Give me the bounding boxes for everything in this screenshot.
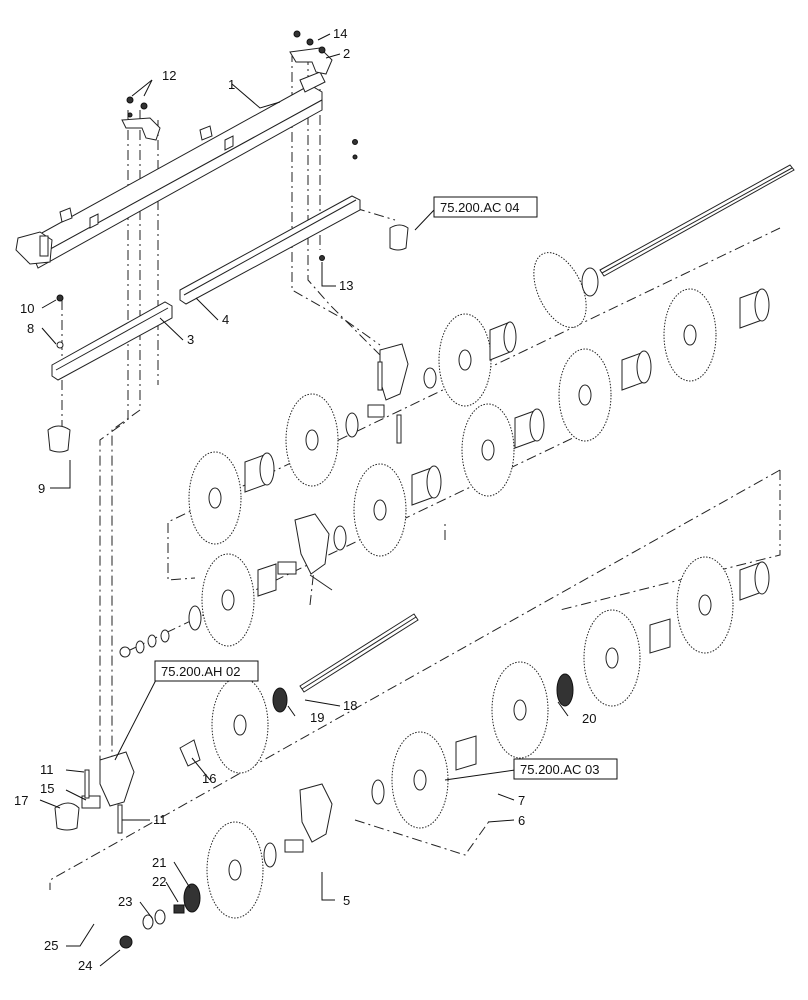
callout-6: 6 (518, 813, 525, 828)
callout-20: 20 (582, 711, 596, 726)
callout-25: 25 (44, 938, 58, 953)
lower-hanger-assemblies (54, 751, 333, 853)
callout-21: 21 (152, 855, 166, 870)
middle-disc-gang (119, 513, 347, 658)
callout-12: 12 (162, 68, 176, 83)
callout-5: 5 (343, 893, 350, 908)
reference-ah02-text: 75.200.AH 02 (161, 664, 241, 679)
callout-4: 4 (222, 312, 229, 327)
assembly-boundary-lines (49, 52, 781, 890)
callout-22: 22 (152, 874, 166, 889)
callout-15: 15 (40, 781, 54, 796)
upper-disc-gang (188, 252, 770, 557)
callout-13: 13 (339, 278, 353, 293)
mounting-rails (51, 195, 361, 381)
reference-ac04-text: 75.200.AC 04 (440, 200, 520, 215)
callout-23: 23 (118, 894, 132, 909)
upper-axle (599, 164, 795, 277)
callout-labels: 1 2 3 4 5 6 7 8 9 10 11 11 12 13 14 15 1… (14, 26, 596, 973)
reference-box-ac03[interactable]: 75.200.AC 03 (513, 758, 618, 780)
reference-box-ah02[interactable]: 75.200.AH 02 (154, 660, 259, 682)
callout-2: 2 (343, 46, 350, 61)
end-bearing-hardware (119, 883, 201, 949)
leader-lines (39, 33, 569, 967)
callout-24: 24 (78, 958, 92, 973)
callout-10: 10 (20, 301, 34, 316)
callout-1: 1 (228, 77, 235, 92)
callout-11-lower: 11 (153, 812, 167, 827)
callout-3: 3 (187, 332, 194, 347)
callout-9: 9 (38, 481, 45, 496)
callout-16: 16 (202, 771, 216, 786)
upper-hanger-assembly (377, 343, 437, 444)
lower-axle (299, 613, 419, 693)
callout-19: 19 (310, 710, 324, 725)
callout-7: 7 (518, 793, 525, 808)
reference-box-ac04[interactable]: 75.200.AC 04 (433, 196, 538, 218)
callout-8: 8 (27, 321, 34, 336)
callout-18: 18 (343, 698, 357, 713)
lower-disc-gang (179, 556, 770, 919)
reference-ac03-text: 75.200.AC 03 (520, 762, 600, 777)
callout-11-upper: 11 (40, 762, 54, 777)
top-brackets (121, 30, 333, 141)
main-frame (15, 71, 326, 269)
callout-14: 14 (333, 26, 347, 41)
small-hardware (47, 139, 409, 453)
callout-17: 17 (14, 793, 28, 808)
